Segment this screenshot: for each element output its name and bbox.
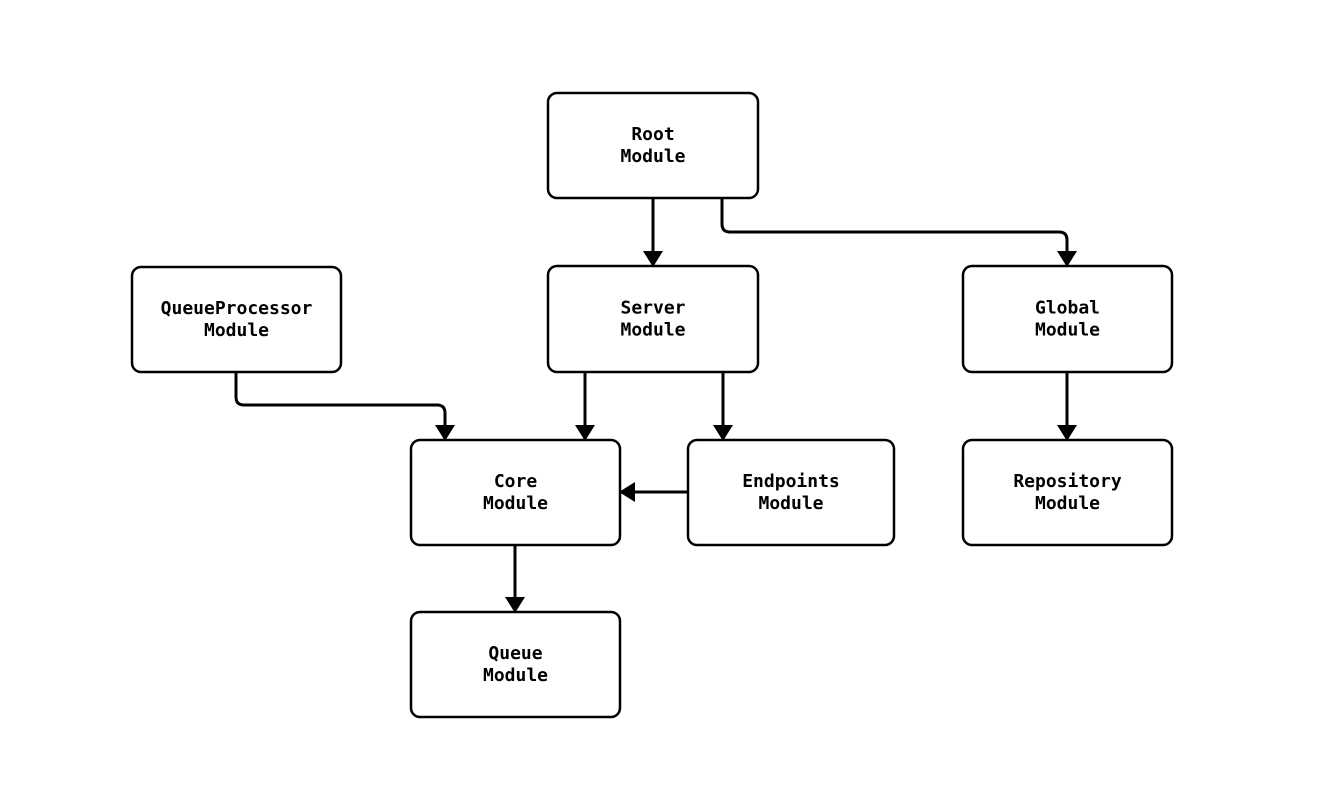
node-endpoints-label-line-1: Endpoints xyxy=(742,471,840,492)
node-global-box xyxy=(961,264,1174,374)
node-queue-box xyxy=(409,610,622,719)
nodes-layer: RootModuleQueueProcessorModuleServerModu… xyxy=(130,91,1174,719)
node-global-label-line-1: Global xyxy=(1035,298,1100,319)
node-queue-label-line-2: Module xyxy=(483,665,548,686)
edge-queueprocessor-to-core xyxy=(234,372,455,441)
node-global-label-line-2: Module xyxy=(1035,320,1100,341)
node-repository-box xyxy=(961,438,1174,547)
node-core-label-line-2: Module xyxy=(483,493,548,514)
node-endpoints-label-line-2: Module xyxy=(758,493,823,514)
node-endpoints-box xyxy=(686,438,896,547)
node-server-box xyxy=(546,264,760,374)
node-core-box xyxy=(409,438,622,547)
node-root-box xyxy=(546,91,760,200)
edges-layer xyxy=(234,198,1077,613)
node-root-label-line-2: Module xyxy=(620,146,685,167)
node-repository-label-line-1: Repository xyxy=(1013,471,1122,492)
node-server-label-line-2: Module xyxy=(620,320,685,341)
node-queueprocessor-label-line-1: QueueProcessor xyxy=(161,298,313,319)
node-queueprocessor-label-line-2: Module xyxy=(204,320,269,341)
node-core-label-line-1: Core xyxy=(494,471,538,492)
node-root-label-line-1: Root xyxy=(631,124,674,145)
node-server-label-line-1: Server xyxy=(620,298,685,319)
node-queueprocessor-box xyxy=(130,265,343,374)
node-repository-label-line-2: Module xyxy=(1035,493,1100,514)
edge-root-to-global xyxy=(720,198,1077,267)
node-queue-label-line-1: Queue xyxy=(488,643,542,664)
